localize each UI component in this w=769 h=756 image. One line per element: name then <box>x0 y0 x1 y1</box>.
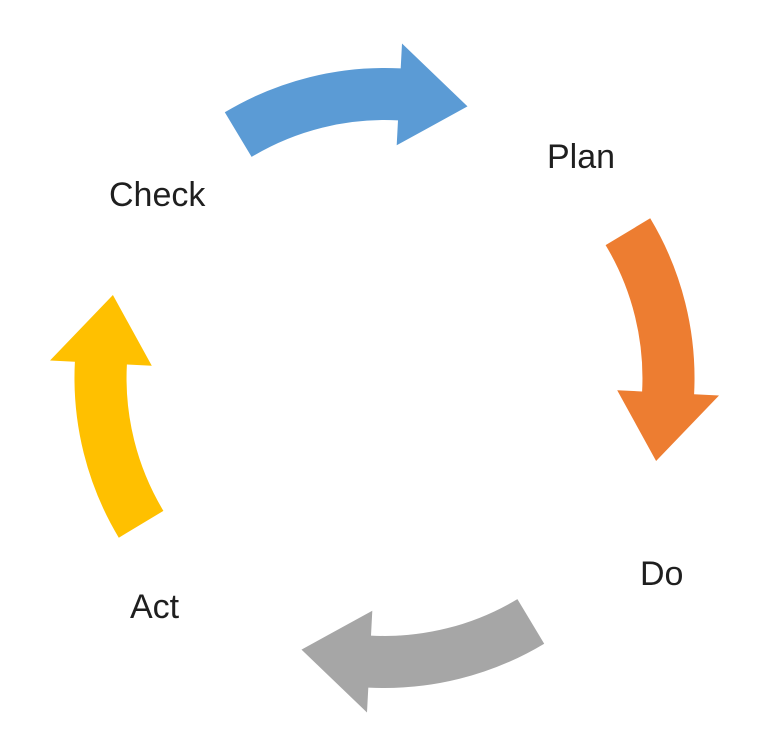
curved-arrow-check-to-plan-icon <box>224 43 468 157</box>
curved-arrow-do-to-act-icon <box>301 599 545 713</box>
curved-arrow-plan-to-do-icon <box>605 218 719 461</box>
label-do: Do <box>640 555 684 593</box>
label-check: Check <box>109 176 206 214</box>
label-plan: Plan <box>547 138 616 176</box>
label-act: Act <box>130 588 180 626</box>
curved-arrow-act-to-check-icon <box>50 295 164 538</box>
